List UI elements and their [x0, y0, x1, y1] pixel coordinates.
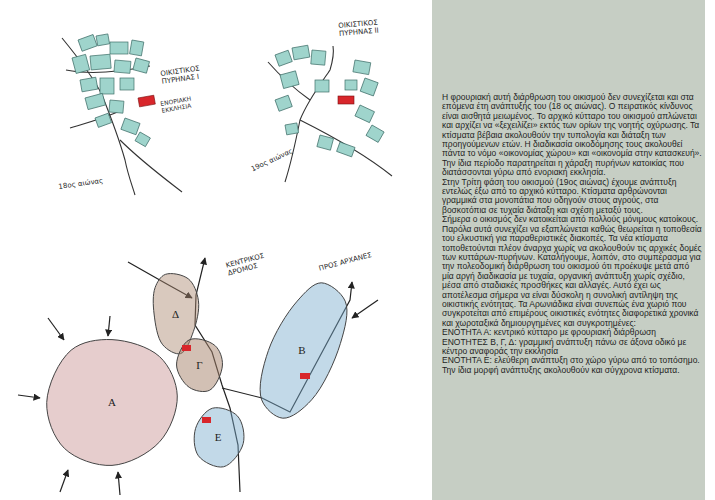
sketch-label: ΕΝΟΡΙΑΚΗ ΕΚΚΛΗΣΙΑ — [160, 93, 206, 114]
access-arrow — [118, 472, 120, 495]
access-arrow — [352, 300, 378, 318]
building — [275, 95, 292, 111]
building — [72, 54, 90, 73]
zone-letter: Δ — [172, 309, 179, 320]
zone-region: Α — [42, 335, 182, 470]
building — [275, 50, 292, 66]
building — [78, 35, 97, 52]
zone-outline — [177, 339, 223, 392]
body-paragraph: ΕΝΟΤΗΤΑ Α: κεντρικό κύτταρο με φρουριακή… — [442, 328, 702, 337]
building — [120, 78, 134, 90]
zone-letter: Γ — [196, 360, 202, 371]
building — [345, 80, 357, 90]
building — [366, 125, 384, 142]
road — [120, 140, 182, 192]
access-arrow — [60, 470, 68, 492]
road — [62, 38, 135, 195]
building-blocks — [72, 34, 150, 147]
road-lines — [62, 38, 182, 195]
building — [292, 45, 310, 60]
access-arrow — [18, 395, 40, 398]
zone-letter: Α — [108, 397, 116, 408]
access-arrow — [108, 316, 110, 336]
building — [96, 34, 110, 46]
body-paragraph: Σήμερα ο οικισμός δεν κατοικείται από πο… — [442, 215, 702, 328]
building — [315, 80, 329, 92]
building — [80, 77, 98, 92]
road-lines — [268, 46, 392, 182]
building — [90, 54, 111, 70]
building-blocks — [275, 45, 384, 157]
body-paragraph: ΕΝΟΤΗΤΑ Ε: ελεύθερη ανάπτυξη στο χώρο γύ… — [442, 356, 702, 375]
text-panel — [432, 0, 705, 500]
building — [133, 58, 150, 73]
building — [353, 60, 371, 75]
road-lines — [18, 258, 378, 495]
access-arrow — [48, 318, 64, 340]
road — [285, 46, 333, 182]
building — [130, 40, 144, 56]
sketch-label: ΚΕΝΤΡΙΚΟΣ ΔΡΟΜΟΣ — [225, 250, 276, 278]
road — [300, 120, 392, 176]
building — [95, 113, 112, 127]
building — [114, 60, 131, 73]
building — [85, 93, 105, 109]
body-paragraph: Στην Τρίτη φάση του οικισμού (19ος αιώνα… — [442, 178, 702, 216]
body-paragraph: Η φρουριακή αυτή διάρθρωση του οικισμού … — [442, 93, 702, 178]
text-column: Η φρουριακή αυτή διάρθρωση του οικισμού … — [442, 93, 702, 375]
building — [121, 118, 140, 135]
sketch-label: ΟΙΚΙΣΤΙΚΟΣ ΠΥΡΗΝΑΣ ΙΙ — [338, 17, 401, 38]
body-paragraph: ΕΝΟΤΗΤΕΣ Β, Γ, Δ: γραμμική ανάπτυξη πάνω… — [442, 338, 702, 357]
building — [360, 78, 378, 96]
building — [317, 135, 334, 150]
zone-letter: Β — [298, 345, 305, 356]
road — [268, 62, 310, 100]
building — [355, 105, 375, 123]
zone-region: Ε — [188, 405, 248, 470]
sketch-label: ΠΡΟΣ ΑΡΧΑΝΕΣ — [318, 251, 373, 273]
building — [280, 71, 299, 89]
sketch-label: 18ος αιώνας — [58, 177, 104, 191]
church-mark — [338, 96, 354, 104]
building — [337, 142, 355, 157]
building — [311, 50, 326, 65]
zone-outline — [260, 283, 347, 418]
building — [100, 78, 114, 94]
building — [110, 42, 128, 54]
building — [135, 132, 150, 147]
zone-outline — [47, 340, 178, 466]
sketch-label: 19ος αιώνας — [250, 147, 294, 173]
zone-region: Γ — [172, 335, 227, 395]
zone-outline — [194, 408, 244, 467]
sketch-label: ΟΙΚΙΣΤΙΚΟΣ ΠΥΡΗΝΑΣ Ι — [160, 62, 217, 86]
building — [109, 100, 124, 113]
building — [285, 123, 299, 135]
zone-region: Β — [252, 278, 352, 423]
zone-letter: Ε — [215, 432, 222, 443]
church-mark — [138, 95, 155, 107]
